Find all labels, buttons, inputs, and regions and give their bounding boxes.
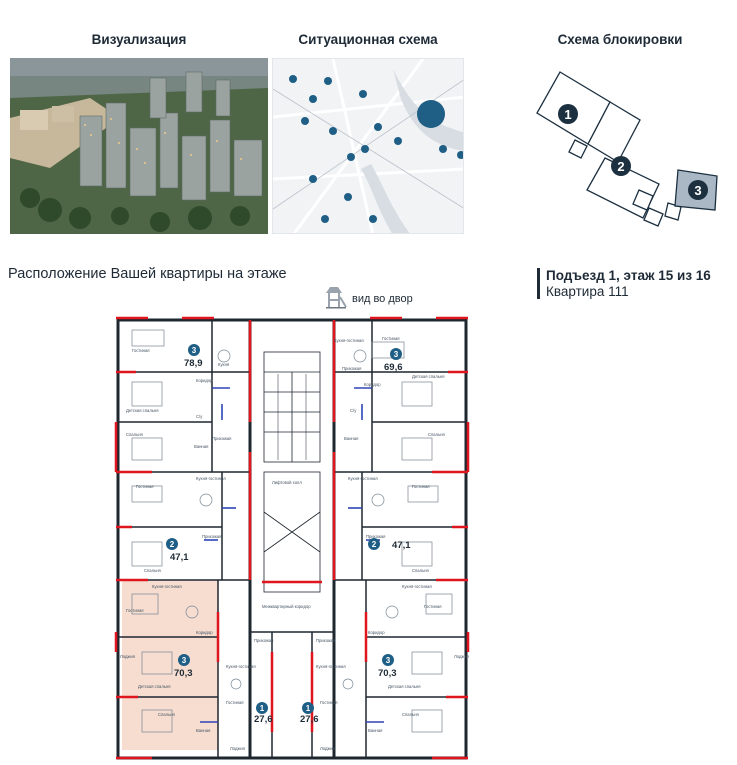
rooms-count: 2 bbox=[170, 540, 175, 549]
room-label: Гостиная bbox=[132, 348, 150, 353]
room-label: С/у bbox=[196, 414, 203, 419]
floor-plan-graphic: Гостиная Гостиная Кухня Кухня-гостиная Д… bbox=[114, 316, 470, 760]
apartment-area: 27,6 bbox=[300, 714, 319, 725]
room-label: Кухня-гостиная bbox=[226, 664, 256, 669]
room-label: Прихожая bbox=[366, 534, 385, 539]
room-label: Спальня bbox=[144, 568, 161, 573]
blocking-scheme-title: Схема блокировки bbox=[557, 32, 683, 47]
room-label: Детская спальня bbox=[138, 684, 171, 689]
rooms-count: 1 bbox=[306, 704, 311, 713]
rooms-count: 2 bbox=[372, 540, 377, 549]
visualization-image[interactable] bbox=[10, 58, 268, 234]
room-label: Ванная bbox=[196, 728, 210, 733]
project-marker-icon[interactable] bbox=[417, 100, 445, 128]
inter-corridor-label: Межквартирный коридор bbox=[262, 604, 311, 609]
room-label: Гостиная bbox=[412, 484, 430, 489]
room-label: С/у bbox=[350, 408, 357, 413]
layout-heading: Расположение Вашей квартиры на этаже bbox=[8, 266, 287, 282]
room-label: Детская спальня bbox=[126, 408, 159, 413]
rooms-count: 3 bbox=[386, 656, 391, 665]
room-label: Коридор bbox=[368, 630, 385, 635]
apartment-badge[interactable]: 3 69,6 bbox=[384, 348, 403, 373]
room-label: Спальня bbox=[126, 432, 143, 437]
room-label: Ванная bbox=[344, 436, 358, 441]
apartment-badge[interactable]: 2 47,1 bbox=[368, 538, 411, 551]
apartment-badge[interactable]: 1 27,6 bbox=[300, 702, 319, 725]
room-label: Ванная bbox=[194, 444, 208, 449]
block-1-badge[interactable] bbox=[558, 104, 578, 124]
block-3-number: 3 bbox=[694, 183, 701, 198]
room-label: Коридор bbox=[196, 378, 213, 383]
yard-view-indicator: вид во двор bbox=[324, 285, 413, 309]
room-label: Кухня-гостиная bbox=[402, 584, 432, 589]
room-label: Ванная bbox=[368, 728, 382, 733]
block-2-number: 2 bbox=[617, 159, 624, 174]
room-label: Прихожая bbox=[212, 436, 231, 441]
block-3-badge[interactable] bbox=[688, 180, 708, 200]
blocking-scheme[interactable]: 1 2 3 bbox=[515, 58, 725, 234]
room-label: Кухня-гостиная bbox=[152, 584, 182, 589]
rooms-count: 1 bbox=[260, 704, 265, 713]
apartment-badge[interactable]: 3 70,3 bbox=[174, 654, 193, 679]
aerial-render bbox=[10, 58, 268, 234]
situation-map[interactable] bbox=[272, 58, 464, 234]
room-label: Спальня bbox=[402, 712, 419, 717]
room-label: Кухня-гостиная bbox=[348, 476, 378, 481]
room-label: Гостиная bbox=[424, 604, 442, 609]
yard-view-label: вид во двор bbox=[352, 293, 413, 305]
room-label: Кухня bbox=[218, 362, 229, 367]
apartment-badge[interactable]: 2 47,1 bbox=[166, 538, 189, 563]
room-label: Спальня bbox=[158, 712, 175, 717]
situation-scheme-title: Ситуационная схема bbox=[298, 32, 438, 47]
apartment-number-label: Квартира 111 bbox=[546, 284, 629, 299]
room-label: Прихожая bbox=[202, 534, 221, 539]
floor-plan[interactable]: Гостиная Гостиная Кухня Кухня-гостиная Д… bbox=[112, 312, 472, 764]
room-label: Прихожая bbox=[316, 638, 335, 643]
room-label: Коридор bbox=[364, 382, 381, 387]
room-label: Гостиная bbox=[136, 484, 154, 489]
apartment-area: 47,1 bbox=[392, 540, 411, 551]
apartment-badge[interactable]: 1 27,6 bbox=[254, 702, 273, 725]
room-label: Прихожая bbox=[342, 366, 361, 371]
rooms-count: 3 bbox=[394, 350, 399, 359]
blocking-scheme-graphic: 1 2 3 bbox=[536, 71, 718, 227]
situation-map-graphic bbox=[273, 59, 463, 233]
elevator-hall-label: Лифтовой холл bbox=[272, 480, 302, 485]
room-label: Гостиная bbox=[226, 700, 244, 705]
room-label: Кухня-гостиная bbox=[196, 476, 226, 481]
highlighted-apartment[interactable] bbox=[122, 580, 218, 750]
room-label: Детская спальня bbox=[412, 374, 445, 379]
room-label: Спальня bbox=[412, 568, 429, 573]
room-label: Гостиная bbox=[320, 700, 338, 705]
apartment-badge[interactable]: 3 78,9 bbox=[184, 344, 203, 369]
apartment-info: Подъезд 1, этаж 15 из 16 Квартира 111 bbox=[537, 268, 711, 299]
apartment-area: 70,3 bbox=[174, 668, 193, 679]
room-label: Кухня-гостиная bbox=[334, 338, 364, 343]
room-label: Лоджия bbox=[454, 654, 469, 659]
room-label: Спальня bbox=[428, 432, 445, 437]
room-label: Лоджия bbox=[230, 746, 245, 751]
room-label: Детская спальня bbox=[388, 684, 421, 689]
entrance-floor-label: Подъезд 1, этаж 15 из 16 bbox=[546, 268, 711, 283]
rooms-count: 3 bbox=[182, 656, 187, 665]
apartment-badge[interactable]: 3 70,3 bbox=[378, 654, 397, 679]
block-1-number: 1 bbox=[564, 107, 571, 122]
room-label: Гостиная bbox=[382, 336, 400, 341]
rooms-count: 3 bbox=[192, 346, 197, 355]
playground-icon bbox=[326, 287, 347, 309]
visualization-title: Визуализация bbox=[91, 32, 187, 47]
apartment-area: 27,6 bbox=[254, 714, 273, 725]
room-label: Гостиная bbox=[126, 608, 144, 613]
apartment-area: 47,1 bbox=[170, 552, 189, 563]
room-label: Лоджия bbox=[120, 654, 135, 659]
room-label: Коридор bbox=[196, 630, 213, 635]
room-label: Кухня-гостиная bbox=[316, 664, 346, 669]
apartment-area: 69,6 bbox=[384, 362, 403, 373]
apartment-area: 78,9 bbox=[184, 358, 203, 369]
room-label: Прихожая bbox=[254, 638, 273, 643]
apartment-area: 70,3 bbox=[378, 668, 397, 679]
block-2-badge[interactable] bbox=[611, 156, 631, 176]
room-label: Лоджия bbox=[320, 746, 335, 751]
